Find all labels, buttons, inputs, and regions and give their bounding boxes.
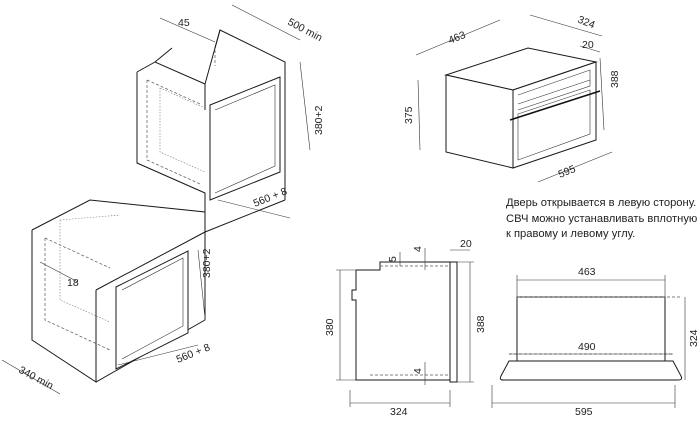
dim-560-plus-8-lower: 560 + 8 xyxy=(175,341,212,365)
note-line-1: Дверь открывается в левую сторону. xyxy=(506,197,697,209)
dim-20-iso: 20 xyxy=(582,39,594,51)
note-line-3: к правому и левому углу. xyxy=(506,228,636,240)
dim-4-bottom: 4 xyxy=(412,368,424,374)
dim-380-plus-2-upper: 380+2 xyxy=(313,105,325,135)
dim-45: 45 xyxy=(178,17,190,29)
cabinet-installation-view xyxy=(1,4,311,395)
dim-375-iso: 375 xyxy=(403,106,415,124)
dim-595-top: 595 xyxy=(575,406,593,418)
dim-380-side: 380 xyxy=(324,318,336,336)
dim-490: 490 xyxy=(578,341,596,353)
installation-note: Дверь открывается в левую сторону. СВЧ м… xyxy=(506,196,698,243)
dim-18: 18 xyxy=(67,277,79,289)
dim-5: 5 xyxy=(387,256,399,262)
dim-4-top: 4 xyxy=(412,246,424,252)
note-line-2: СВЧ можно устанавливать вплотную xyxy=(506,212,698,225)
dim-324-side: 324 xyxy=(390,406,408,418)
dim-324-top: 324 xyxy=(688,329,700,347)
top-view xyxy=(491,275,686,408)
dim-388-iso: 388 xyxy=(609,70,621,88)
dim-463-iso: 463 xyxy=(447,29,468,47)
dim-340-min: 340 min xyxy=(17,364,56,392)
oven-isometric-view xyxy=(415,14,613,183)
dim-388-side: 388 xyxy=(475,315,487,333)
side-view xyxy=(336,248,474,407)
dim-500-min: 500 min xyxy=(286,16,325,44)
dim-380-plus-2-lower: 380+2 xyxy=(201,248,213,278)
dim-463-top: 463 xyxy=(578,266,596,278)
dim-20-side: 20 xyxy=(460,238,472,250)
dim-595-iso: 595 xyxy=(557,163,578,181)
dim-324-iso: 324 xyxy=(576,14,597,32)
